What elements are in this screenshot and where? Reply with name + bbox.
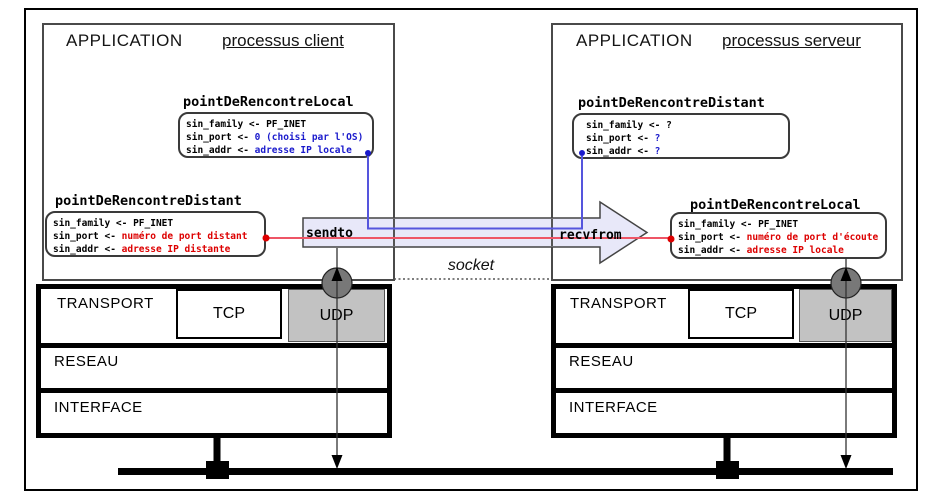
server-protocol-stack: TRANSPORT TCP UDP RESEAU INTERFACE (551, 284, 897, 438)
server-tcp-box: TCP (688, 289, 794, 339)
layer-divider (556, 388, 892, 393)
struct-line: sin_addr <- ? (586, 146, 661, 157)
client-tcp-box: TCP (176, 289, 282, 339)
udp-label: UDP (828, 306, 863, 324)
sendto-label: sendto (306, 226, 353, 241)
struct-line: sin_family <- PF_INET (678, 219, 799, 230)
client-udp-box: UDP (288, 289, 385, 342)
server-application-label: APPLICATION (576, 31, 693, 50)
server-rdv-local-box: sin_family <- PF_INET sin_port <- numéro… (670, 212, 887, 259)
server-process-label: processus serveur (722, 31, 861, 50)
server-rdv-distant-box: sin_family <- ? sin_port <- ? sin_addr <… (572, 113, 790, 159)
server-rdv-distant-title: pointDeRencontreDistant (578, 95, 765, 111)
client-rdv-local-box: sin_family <- PF_INET sin_port <- 0 (cho… (178, 112, 374, 158)
struct-line: sin_port <- ? (586, 133, 661, 144)
client-application-label: APPLICATION (66, 31, 183, 50)
server-rdv-local-title: pointDeRencontreLocal (690, 197, 861, 213)
struct-line: sin_port <- numéro de port d'écoute (678, 232, 879, 243)
struct-line: sin_addr <- adresse IP locale (678, 245, 844, 256)
client-reseau-label: RESEAU (54, 353, 119, 370)
client-transport-label: TRANSPORT (57, 295, 154, 312)
struct-line: sin_family <- PF_INET (186, 119, 307, 130)
server-udp-box: UDP (799, 289, 892, 342)
client-rdv-distant-box: sin_family <- PF_INET sin_port <- numéro… (45, 211, 266, 257)
tcp-label: TCP (213, 305, 245, 322)
tcp-label: TCP (725, 305, 757, 322)
client-interface-label: INTERFACE (54, 399, 143, 416)
client-process-label: processus client (222, 31, 344, 50)
struct-line: sin_family <- ? (586, 120, 672, 131)
client-rdv-local-title: pointDeRencontreLocal (183, 94, 354, 110)
struct-line: sin_port <- numéro de port distant (53, 231, 248, 242)
server-reseau-label: RESEAU (569, 353, 634, 370)
struct-line: sin_addr <- adresse IP distante (53, 244, 231, 255)
layer-divider (41, 388, 387, 393)
recvfrom-label: recvfrom (559, 228, 622, 243)
struct-line: sin_port <- 0 (choisi par l'OS) (186, 132, 364, 143)
client-rdv-distant-title: pointDeRencontreDistant (55, 193, 242, 209)
udp-label: UDP (319, 306, 354, 324)
layer-divider (41, 343, 387, 348)
socket-label: socket (447, 257, 495, 274)
layer-divider (556, 343, 892, 348)
server-interface-label: INTERFACE (569, 399, 658, 416)
client-protocol-stack: TRANSPORT TCP UDP RESEAU INTERFACE (36, 284, 392, 438)
server-transport-label: TRANSPORT (570, 295, 667, 312)
struct-line: sin_family <- PF_INET (53, 218, 174, 229)
outer-frame (24, 8, 918, 491)
struct-line: sin_addr <- adresse IP locale (186, 145, 352, 156)
